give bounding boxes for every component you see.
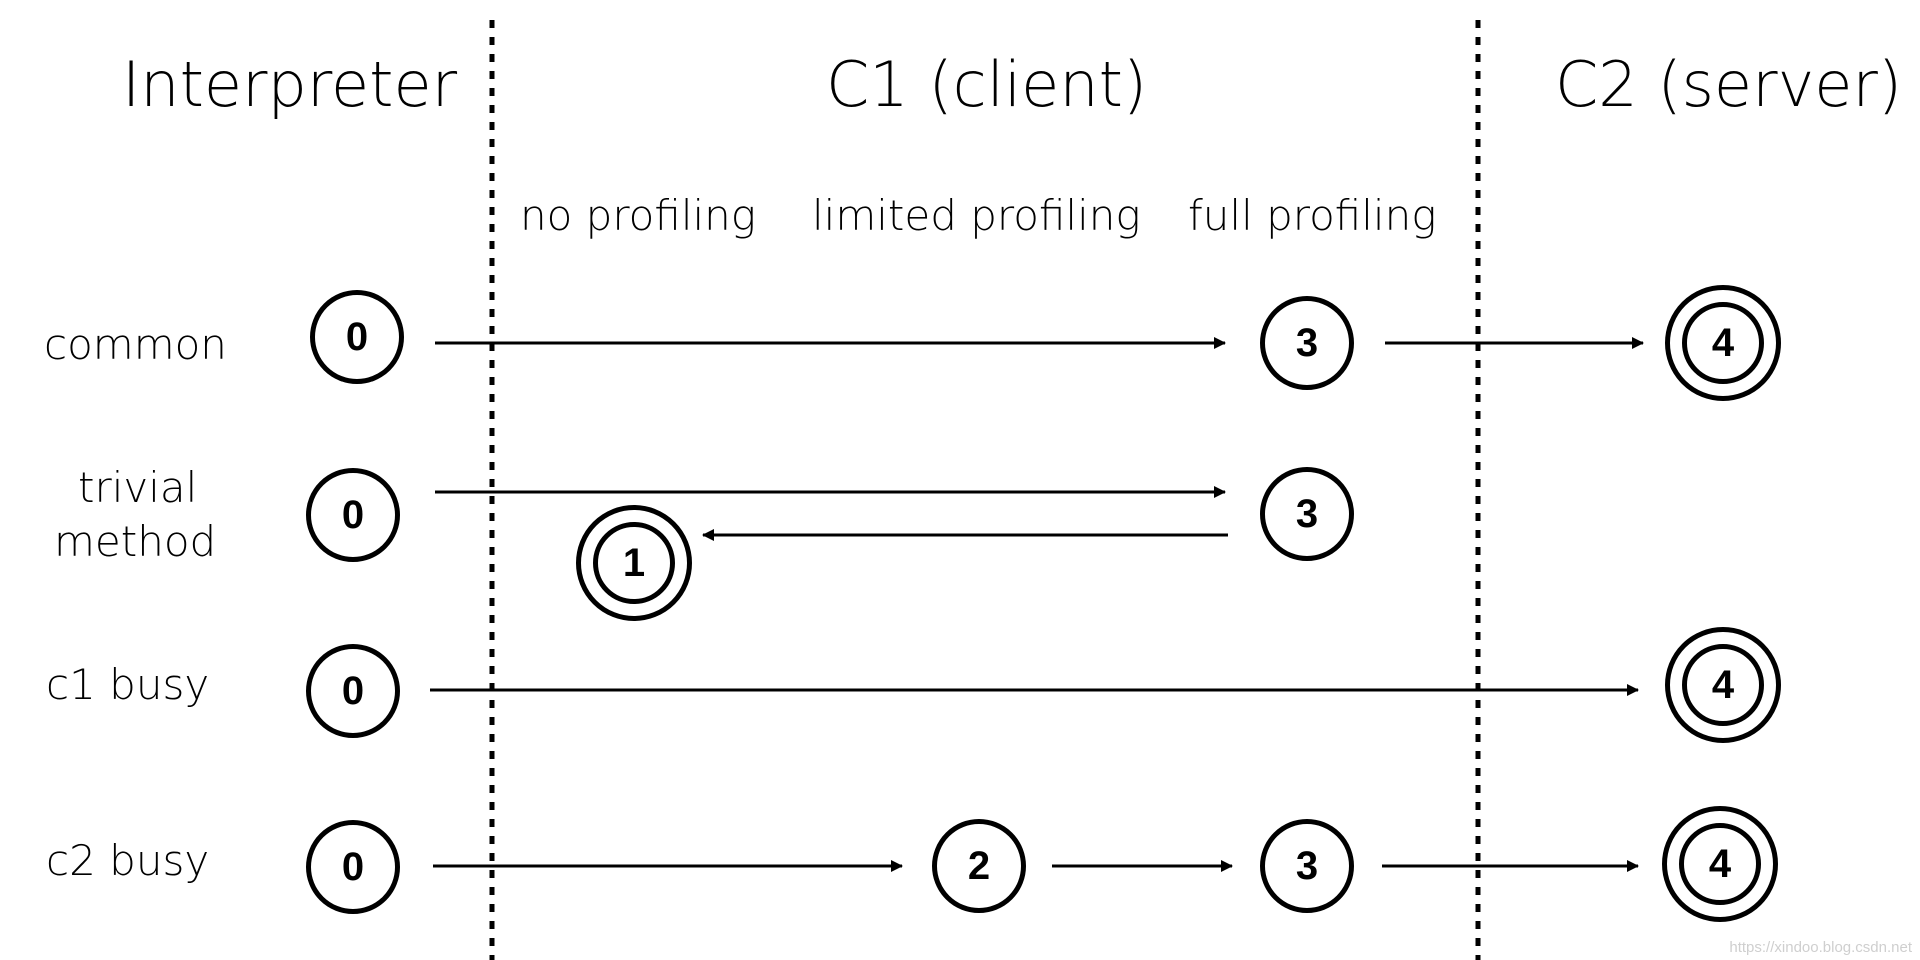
state-number: 3 (1295, 844, 1319, 888)
state-number: 0 (341, 493, 365, 537)
column-title-c2: C2 (server) (1555, 48, 1903, 121)
row-label-c1-busy: c1 busy (46, 660, 210, 709)
state-node-c1busy-4-final: 4 (1665, 627, 1781, 743)
state-number: 3 (1295, 492, 1319, 536)
state-node-common-3: 3 (1260, 296, 1354, 390)
subtitle-full-profiling: full profiling (1188, 191, 1437, 240)
state-node-c2busy-0: 0 (306, 820, 400, 914)
column-title-c1: C1 (client) (826, 48, 1148, 121)
subtitle-limited-profiling: limited profiling (812, 191, 1141, 240)
state-number: 4 (1711, 663, 1735, 707)
state-node-common-0: 0 (310, 290, 404, 384)
row-label-c2-busy: c2 busy (46, 836, 210, 885)
state-number: 3 (1295, 321, 1319, 365)
state-number: 2 (967, 844, 991, 888)
state-number: 1 (622, 541, 646, 585)
subtitle-no-profiling: no profiling (520, 191, 756, 240)
state-node-trivial-0: 0 (306, 468, 400, 562)
row-label-common: common (44, 320, 227, 369)
state-node-c1busy-0: 0 (306, 644, 400, 738)
watermark: https://xindoo.blog.csdn.net (1729, 939, 1912, 956)
column-title-interpreter: Interpreter (122, 48, 458, 121)
state-number: 0 (341, 845, 365, 889)
row-label-trivial-line1: trivial (78, 463, 198, 512)
state-node-trivial-3: 3 (1260, 467, 1354, 561)
state-number: 0 (345, 315, 369, 359)
state-node-c2busy-4-final: 4 (1662, 806, 1778, 922)
state-node-c2busy-2: 2 (932, 819, 1026, 913)
state-node-c2busy-3: 3 (1260, 819, 1354, 913)
state-node-common-4-final: 4 (1665, 285, 1781, 401)
state-node-trivial-1-final: 1 (576, 505, 692, 621)
state-number: 4 (1711, 321, 1735, 365)
state-number: 0 (341, 669, 365, 713)
row-label-trivial-line2: method (54, 517, 217, 566)
state-number: 4 (1708, 842, 1732, 886)
